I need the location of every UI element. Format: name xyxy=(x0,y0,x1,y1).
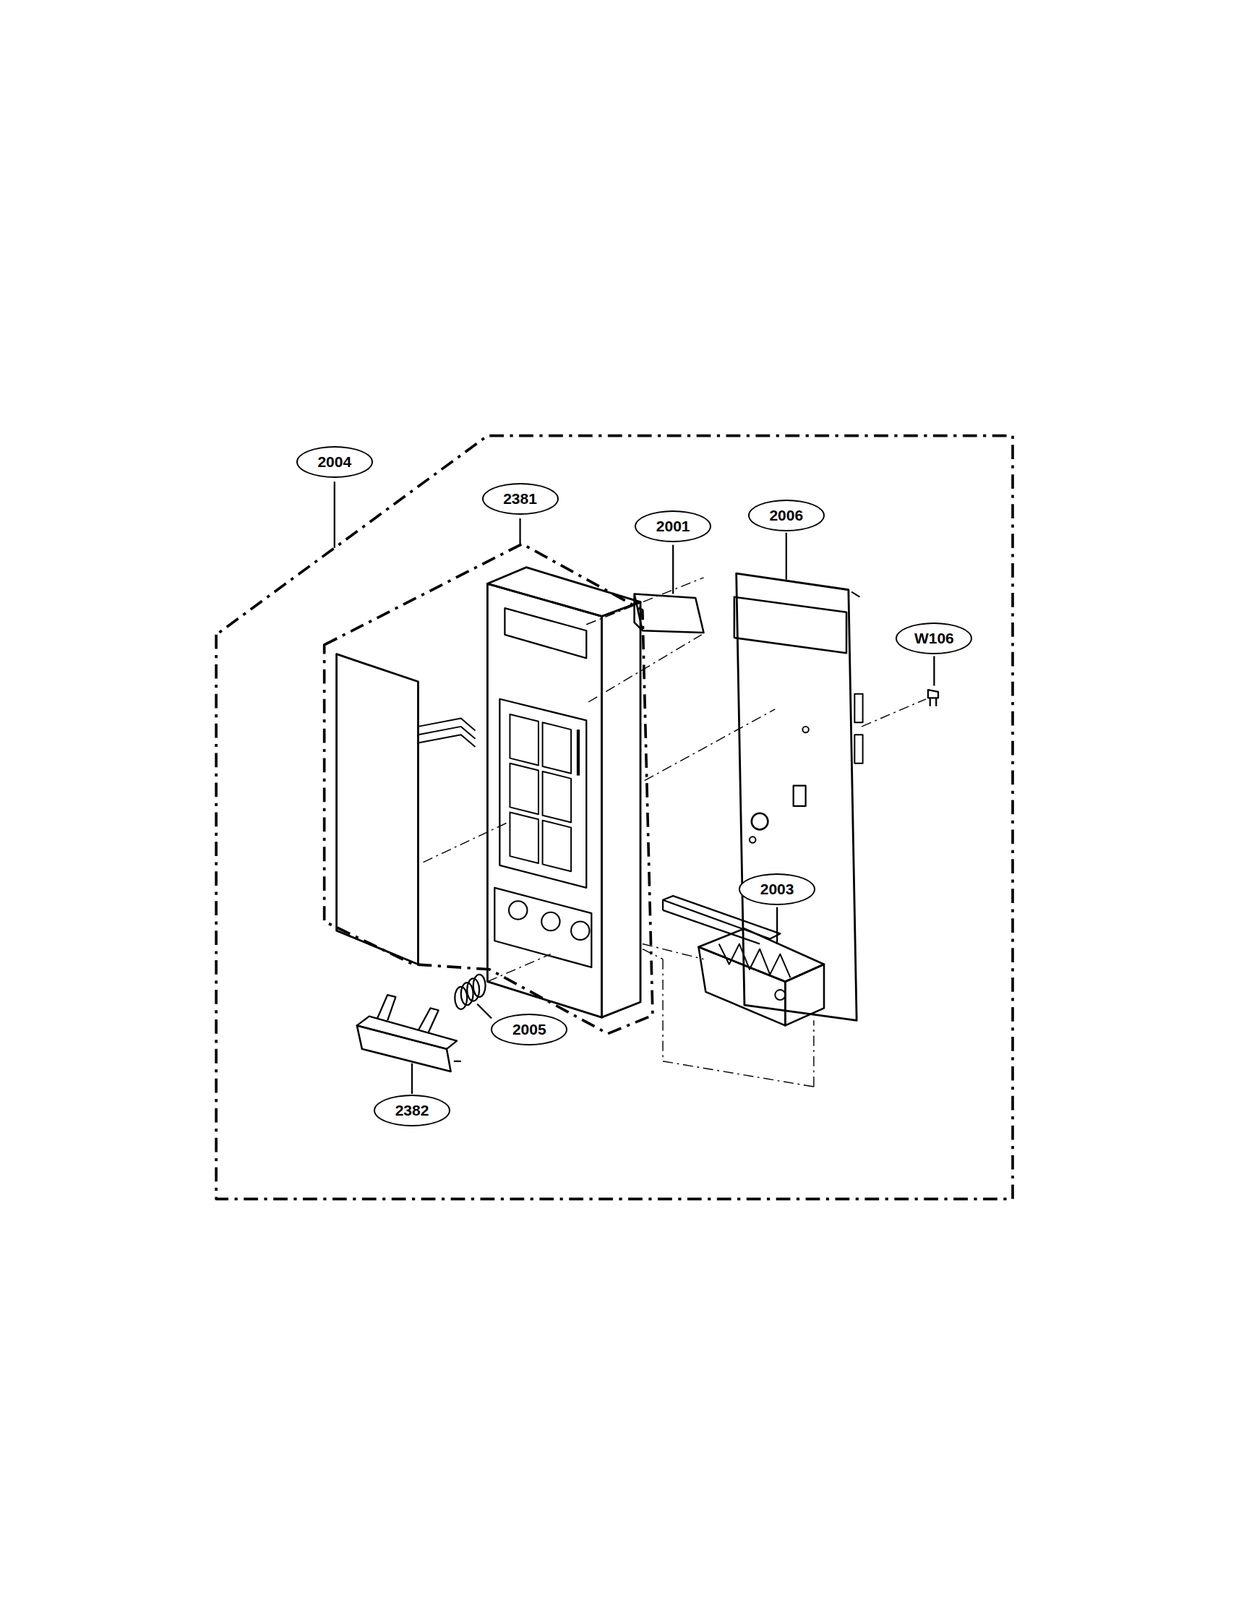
spring xyxy=(454,974,486,1010)
projection-line xyxy=(588,634,702,702)
subassembly-boundary xyxy=(324,543,653,1033)
callout-bubble: 2006 xyxy=(748,499,825,532)
leader-line xyxy=(411,1063,413,1094)
push-button xyxy=(357,1016,457,1049)
board-component xyxy=(854,734,863,764)
projection-line xyxy=(642,943,814,1088)
callout-number: 2381 xyxy=(503,490,538,508)
board-hole xyxy=(802,726,809,733)
callout-bubble: 2004 xyxy=(296,445,373,478)
housing-side xyxy=(601,602,641,1017)
callout-number: 2001 xyxy=(656,517,691,535)
ribbon-cable xyxy=(417,718,475,748)
bracket-part xyxy=(634,593,705,633)
callout-number: 2003 xyxy=(760,880,795,898)
projection-line xyxy=(644,709,776,781)
callout-bubble: 2005 xyxy=(490,1013,568,1046)
callout-number: 2006 xyxy=(769,506,804,525)
projection-line xyxy=(487,954,551,982)
leader-line xyxy=(776,907,778,944)
callout-bubble: 2381 xyxy=(482,482,559,515)
leader-line xyxy=(672,544,674,595)
leader-line xyxy=(518,518,521,545)
callout-bubble: W106 xyxy=(895,622,973,655)
button-hole xyxy=(541,912,560,931)
board-hole xyxy=(749,836,756,843)
board-component xyxy=(793,785,806,806)
button-hole xyxy=(571,920,590,939)
latch-rail xyxy=(662,899,664,911)
callout-number: 2005 xyxy=(512,1020,547,1038)
latch-body xyxy=(784,964,824,1026)
leader-line xyxy=(477,1003,492,1019)
board-hole xyxy=(751,813,769,830)
board-component xyxy=(854,693,863,723)
button-peg xyxy=(377,994,462,1062)
push-button xyxy=(357,1024,452,1072)
board-edge xyxy=(851,591,860,598)
callout-number: 2382 xyxy=(395,1101,430,1119)
callout-number: W106 xyxy=(914,629,955,647)
latch-pivot xyxy=(774,989,785,1000)
membrane-panel xyxy=(336,654,419,965)
callout-bubble: 2003 xyxy=(738,873,816,905)
button-recess xyxy=(494,887,592,968)
latch-rail xyxy=(662,910,760,944)
board-connector xyxy=(734,597,847,654)
callout-number: 2004 xyxy=(317,453,352,471)
display-window xyxy=(504,607,587,658)
callout-bubble: 2382 xyxy=(373,1094,451,1127)
button-hole xyxy=(508,900,527,919)
projection-line xyxy=(861,698,926,727)
leader-line xyxy=(333,481,336,548)
keypad-grid xyxy=(509,714,572,871)
side-slot xyxy=(576,729,580,776)
projection-line xyxy=(423,821,511,862)
housing-front xyxy=(487,583,602,1017)
latch-spring xyxy=(719,943,791,978)
keypad-frame xyxy=(499,698,587,888)
leader-line xyxy=(785,532,788,580)
screw xyxy=(928,689,939,707)
latch-body xyxy=(698,946,785,1026)
assembly-boundary xyxy=(216,435,1013,1200)
projection-line xyxy=(586,577,704,625)
leader-line xyxy=(933,655,935,686)
callout-bubble: 2001 xyxy=(634,510,712,543)
